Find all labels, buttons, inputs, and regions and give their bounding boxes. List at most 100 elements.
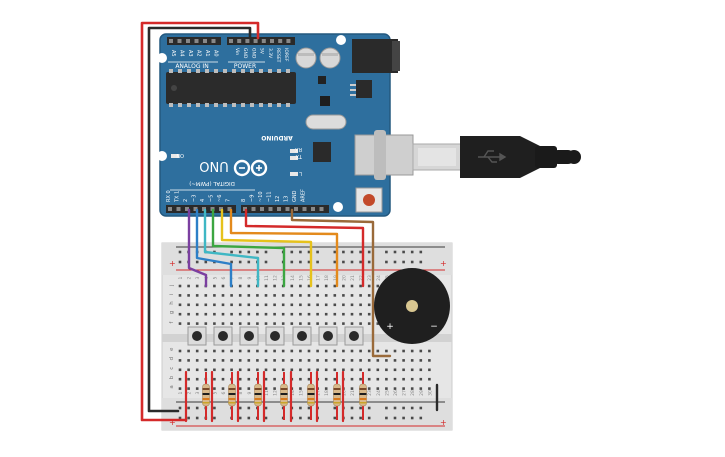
- resistor-band: [307, 402, 315, 404]
- resistor-band: [333, 402, 341, 404]
- breadboard-hole: [238, 322, 242, 325]
- tx-led: [290, 156, 298, 160]
- resistor[interactable]: [333, 372, 341, 420]
- resistor[interactable]: [228, 372, 236, 420]
- button-cap[interactable]: [323, 331, 333, 341]
- piezo-buzzer[interactable]: + −: [374, 268, 450, 344]
- wire-pin-8-red[interactable]: [244, 208, 365, 288]
- breadboard-hole: [195, 359, 199, 362]
- small-ic: [318, 76, 326, 84]
- breadboard-hole: [367, 387, 371, 390]
- push-button[interactable]: [344, 326, 364, 346]
- breadboard-hole: [290, 322, 294, 325]
- column-number: 23: [367, 390, 373, 396]
- resistor-band: [359, 393, 367, 395]
- breadboard-hole: [247, 406, 251, 410]
- column-number: 24: [376, 275, 382, 281]
- breadboard-hole: [385, 406, 388, 410]
- breadboard-hole: [195, 260, 199, 264]
- breadboard-hole: [350, 359, 354, 362]
- breadboard-hole: [256, 303, 259, 307]
- rail-jumpers: [184, 370, 345, 423]
- aref-label: AREF: [301, 189, 307, 202]
- breadboard-hole: [213, 284, 216, 288]
- resistor[interactable]: [359, 372, 367, 420]
- breadboard-hole: [393, 377, 397, 381]
- breadboard-hole: [264, 349, 268, 353]
- wire-5v-red[interactable]: [140, 21, 260, 422]
- mounting-hole: [157, 53, 167, 63]
- resistor[interactable]: [307, 372, 315, 420]
- breadboard-hole: [350, 416, 354, 420]
- board-brand-label: ARDUINO: [261, 134, 292, 141]
- breadboard-hole: [324, 377, 328, 381]
- breadboard-hole: [307, 416, 311, 420]
- digital-pin-label: 4: [200, 199, 206, 202]
- resistor-band: [307, 393, 315, 395]
- column-number: 5: [212, 391, 218, 394]
- breadboard-hole: [367, 416, 371, 420]
- resistor-band: [280, 402, 288, 404]
- breadboard-hole: [213, 406, 216, 410]
- usb-cable[interactable]: [412, 136, 581, 178]
- wire-gnd-black[interactable]: [147, 26, 252, 413]
- breadboard-hole: [410, 377, 414, 381]
- digital-pin-label: 8: [241, 199, 247, 202]
- push-button[interactable]: [213, 326, 233, 346]
- breadboard-hole: [342, 260, 345, 264]
- breadboard-hole: [178, 312, 182, 316]
- breadboard-hole: [187, 349, 190, 353]
- resistor-band: [254, 393, 262, 395]
- breadboard-hole: [221, 284, 225, 288]
- resistor[interactable]: [254, 372, 262, 420]
- breadboard-hole: [359, 294, 362, 297]
- button-cap[interactable]: [297, 331, 307, 341]
- wire-pin-7-orange[interactable]: [229, 208, 339, 288]
- breadboard-hole: [385, 250, 388, 254]
- usb-strain-relief: [535, 146, 557, 168]
- chip-leg: [286, 69, 290, 73]
- breadboard-hole: [204, 312, 208, 316]
- push-button[interactable]: [265, 326, 285, 346]
- button-cap[interactable]: [349, 331, 359, 341]
- l-label: L: [299, 170, 302, 176]
- tx-label: TX: [295, 153, 303, 159]
- reset-button-cap[interactable]: [363, 194, 375, 206]
- button-cap[interactable]: [244, 331, 254, 341]
- regulator-leg: [350, 89, 356, 91]
- breadboard-hole: [264, 250, 268, 254]
- breadboard-hole: [419, 250, 423, 254]
- column-number: 20: [341, 390, 347, 396]
- button-cap[interactable]: [218, 331, 228, 341]
- push-button[interactable]: [318, 326, 338, 346]
- breadboard-hole: [281, 368, 285, 372]
- button-cap[interactable]: [192, 331, 202, 341]
- power-label: POWER: [234, 63, 256, 70]
- dc-jack-rim: [392, 41, 400, 71]
- header-pin: [229, 39, 233, 43]
- push-button[interactable]: [292, 326, 312, 346]
- wire-pin-13-brown[interactable]: [290, 208, 392, 358]
- breadboard-hole: [324, 387, 328, 390]
- resistor[interactable]: [202, 372, 210, 420]
- wire-pin-3-blue[interactable]: [195, 208, 233, 288]
- push-button[interactable]: [239, 326, 259, 346]
- resistor[interactable]: [280, 372, 288, 420]
- buzzer-plus-label: +: [386, 322, 394, 332]
- push-button[interactable]: [187, 326, 207, 346]
- header-pin: [245, 39, 250, 43]
- breadboard-hole: [230, 260, 233, 264]
- wire-pin-5-green[interactable]: [211, 208, 286, 288]
- row-letter: f: [169, 321, 175, 324]
- wire-pin-2-purple[interactable]: [187, 208, 208, 288]
- breadboard-hole: [367, 349, 371, 353]
- wire-pin-4-teal[interactable]: [203, 208, 260, 288]
- header-pin: [311, 207, 315, 211]
- resistor-band: [254, 402, 262, 404]
- button-cap[interactable]: [270, 331, 280, 341]
- column-number: 9: [247, 276, 253, 279]
- breadboard-hole: [256, 368, 259, 372]
- wire-pin-6-yellow[interactable]: [220, 208, 313, 288]
